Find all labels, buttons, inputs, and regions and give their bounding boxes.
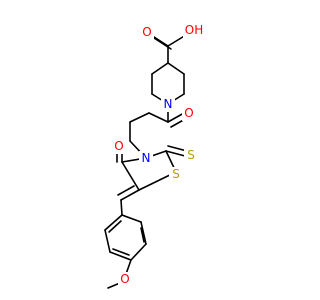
bond	[167, 112, 185, 123]
bond	[130, 243, 147, 261]
bond	[108, 220, 122, 233]
ring-nitrogen-label: N	[139, 151, 153, 166]
piperidine-nitrogen-label: N	[161, 97, 175, 112]
amide-oxygen-label: O	[182, 106, 196, 121]
atom-s-ring: S	[172, 167, 180, 181]
bond	[104, 214, 123, 231]
ring-sulfur-label: S	[169, 167, 183, 182]
bond	[151, 62, 169, 75]
bond	[140, 227, 145, 243]
bond	[129, 112, 150, 123]
bond	[125, 259, 132, 275]
atom-labels: OH O N O N O S S	[112, 23, 205, 287]
acid-oxygen-label: O	[140, 25, 154, 40]
ring-carbonyl-oxygen-label: O	[112, 139, 126, 154]
bond	[104, 229, 111, 253]
hydroxyl-label: OH	[183, 23, 205, 38]
bonds	[104, 34, 188, 289]
atom-oh: OH	[185, 23, 203, 37]
atom-o-ether: O	[120, 272, 129, 286]
bond	[120, 189, 140, 201]
bond	[120, 199, 123, 216]
bond	[165, 150, 186, 157]
atom-n-ring: N	[142, 151, 151, 165]
bond	[148, 112, 169, 123]
atom-o-amide: O	[184, 106, 193, 120]
bond	[121, 214, 142, 223]
atom-o-acid: O	[142, 25, 151, 39]
atom-n-piperidine: N	[164, 97, 173, 111]
bond	[117, 185, 135, 196]
bond	[121, 161, 140, 191]
bond	[167, 145, 188, 152]
bond	[167, 62, 185, 75]
ether-oxygen-label: O	[118, 272, 132, 287]
bond	[109, 251, 132, 261]
atom-s-thione: S	[187, 148, 195, 162]
bond	[140, 221, 147, 245]
structure-diagram: OH O N O N O S S	[104, 23, 205, 289]
thione-sulfur-label: S	[184, 148, 198, 163]
atom-o-ring: O	[114, 139, 123, 153]
bond	[112, 248, 130, 256]
